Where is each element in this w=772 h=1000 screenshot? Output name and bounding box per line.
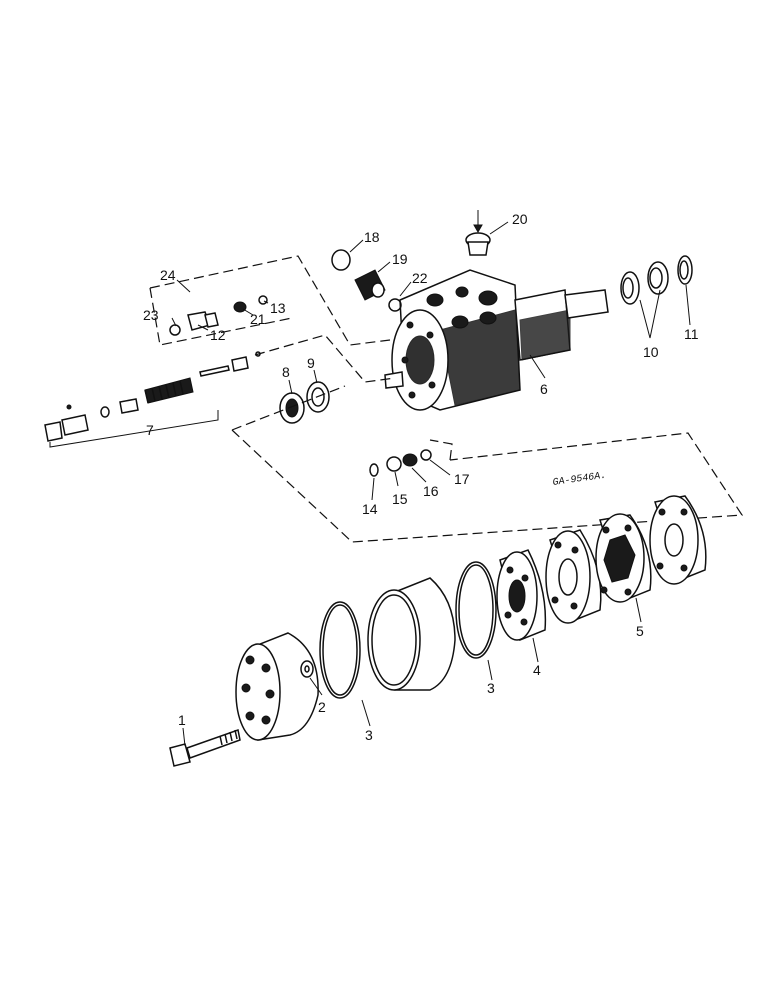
callout-6: 6 — [540, 381, 548, 397]
spring-part-16 — [402, 453, 418, 467]
o-ring-part-3-front — [319, 601, 361, 699]
callout-23: 23 — [143, 307, 159, 323]
gerotor-set-part-5 — [595, 513, 652, 603]
ball-part-17 — [420, 449, 432, 461]
callout-17: 17 — [454, 471, 470, 487]
callout-13: 13 — [270, 300, 286, 316]
o-ring-part-23 — [169, 324, 181, 336]
bearing-set-part-10 — [620, 261, 669, 305]
washer-part-22 — [388, 298, 402, 312]
fitting-part-19 — [354, 269, 386, 301]
stator-plate — [545, 529, 602, 624]
o-ring-part-14 — [369, 463, 379, 477]
callout-18: 18 — [364, 229, 380, 245]
drawing-reference: GA-9546A. — [552, 471, 607, 489]
gerotor-sleeve — [367, 577, 456, 691]
seat-part-15 — [386, 456, 402, 472]
group-outline-gerotor — [231, 385, 744, 543]
wear-plate — [649, 495, 707, 585]
ball-part-13 — [258, 295, 268, 305]
relief-valve-part-12 — [187, 311, 219, 331]
callout-3-front: 3 — [365, 727, 373, 743]
o-ring-part-18 — [331, 249, 351, 271]
callout-8: 8 — [282, 364, 290, 380]
callout-1: 1 — [178, 712, 186, 728]
o-ring-part-3-rear — [455, 561, 497, 659]
callout-16: 16 — [423, 483, 439, 499]
callout-20: 20 — [512, 211, 528, 227]
callout-15: 15 — [392, 491, 408, 507]
callout-14: 14 — [362, 501, 378, 517]
callout-19: 19 — [392, 251, 408, 267]
callout-11: 11 — [684, 326, 699, 342]
group-outline-7 — [254, 334, 396, 383]
callout-5: 5 — [636, 623, 644, 639]
leader-lines — [49, 221, 691, 747]
spring-part-21 — [233, 301, 247, 313]
callout-9: 9 — [307, 355, 315, 371]
bolt-part-1 — [169, 729, 241, 767]
callout-12: 12 — [210, 327, 226, 343]
housing-part-6 — [384, 269, 609, 411]
group-outline-24 — [149, 255, 391, 346]
callout-4: 4 — [533, 662, 541, 678]
callout-21: 21 — [250, 311, 266, 327]
callout-24: 24 — [160, 267, 176, 283]
callout-7: 7 — [146, 422, 154, 438]
callout-10: 10 — [643, 344, 659, 360]
callout-labels: 24 18 19 20 22 23 13 21 12 10 11 6 8 9 7… — [143, 211, 699, 743]
bearing-part-8 — [279, 392, 305, 424]
callout-22: 22 — [412, 270, 428, 286]
washer-part-2 — [300, 660, 314, 678]
end-cap — [235, 632, 319, 741]
seal-part-11 — [677, 255, 693, 285]
callout-3-rear: 3 — [487, 680, 495, 696]
rotor-part-4 — [496, 549, 547, 642]
spool-assembly-part-7 — [44, 351, 261, 442]
plug-part-20 — [465, 210, 491, 256]
callout-2: 2 — [318, 699, 326, 715]
